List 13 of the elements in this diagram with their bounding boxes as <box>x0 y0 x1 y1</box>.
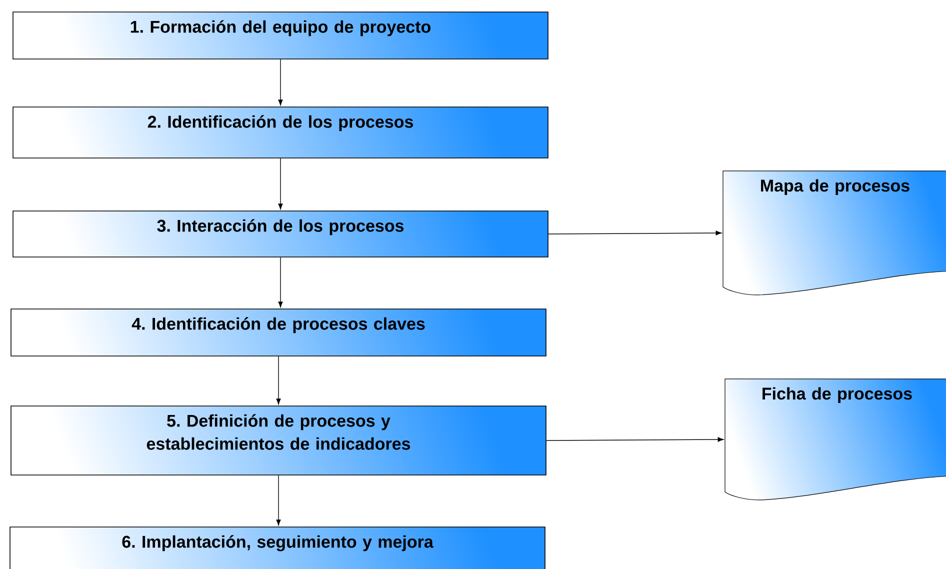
arrow <box>278 59 283 106</box>
process-box: 4. Identificación de procesos claves <box>10 308 546 356</box>
process-box: 6. Implantación, seguimiento y mejora <box>10 526 546 569</box>
process-box: 5. Definición de procesos y establecimientos de indicadores <box>10 406 546 476</box>
process-box: 1. Formación del equipo de proyecto <box>12 12 548 60</box>
process-box: 2. Identificación de los procesos <box>12 106 548 158</box>
arrow <box>276 356 281 404</box>
arrow <box>276 475 281 526</box>
arrow <box>548 230 722 236</box>
arrow <box>278 257 283 308</box>
arrow <box>278 158 283 210</box>
arrow <box>546 437 724 442</box>
process-box: 3. Interacción de los procesos <box>12 210 548 258</box>
